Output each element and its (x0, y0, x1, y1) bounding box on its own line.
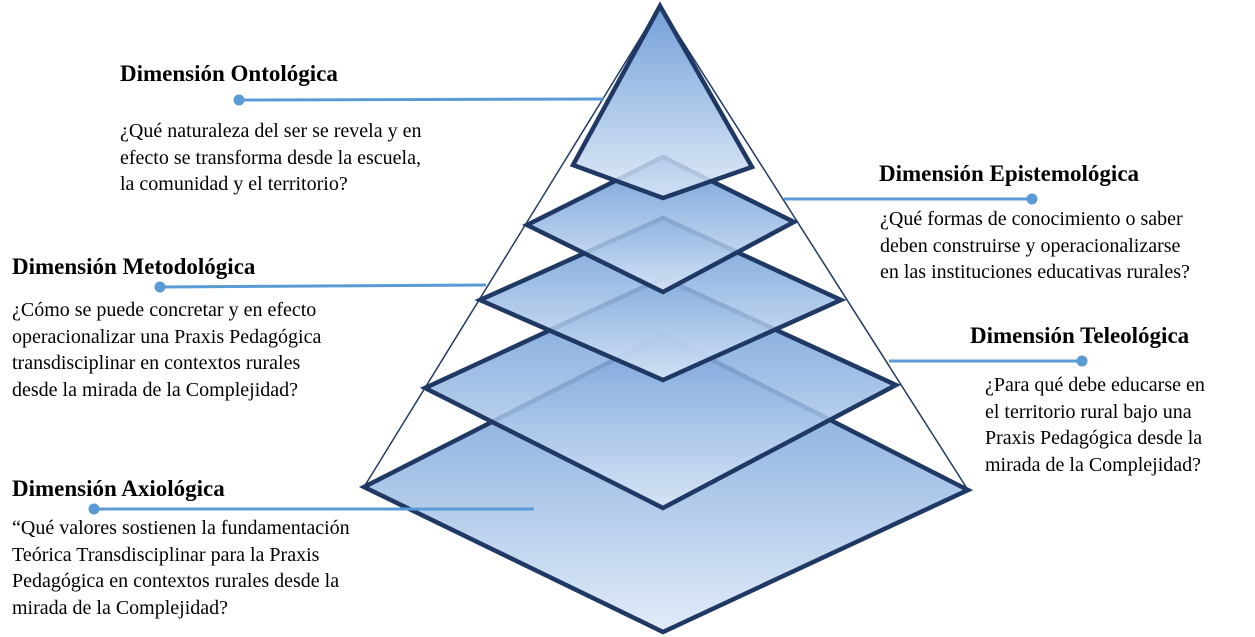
question-metodologica: ¿Cómo se puede concretar y en efecto ope… (12, 299, 322, 401)
heading-teleologica: Dimensión Teleológica (970, 323, 1190, 348)
connector-dot-axiologica (88, 503, 100, 515)
connector-dot-ontologica (233, 94, 245, 106)
pyramid-right-edge (659, 5, 969, 491)
connector-dot-teleologica (1076, 355, 1088, 367)
connector-ontologica (238, 97, 605, 102)
heading-epistemologica: Dimensión Epistemológica (879, 161, 1140, 186)
question-teleologica: ¿Para qué debe educarse en el territorio… (985, 374, 1205, 476)
question-epistemologica: ¿Qué formas de conocimiento o saber debe… (880, 208, 1190, 283)
pyramid-layer-second (521, 154, 799, 295)
heading-axiologica: Dimensión Axiológica (12, 476, 225, 501)
pyramid-apex (569, 1, 756, 201)
heading-metodologica: Dimensión Metodológica (12, 254, 256, 279)
connector-metodologica (159, 283, 487, 289)
pyramid-left-edge (363, 5, 661, 488)
pyramid-layer-fourth (419, 275, 902, 511)
question-axiologica: “Qué valores sostienen la fundamentación… (12, 517, 350, 619)
question-ontologica: ¿Qué naturaleza del ser se revela y en e… (120, 120, 422, 195)
connector-dot-epistemologica (1026, 193, 1038, 205)
heading-ontologica: Dimensión Ontológica (120, 61, 338, 86)
connector-dot-metodologica (154, 281, 166, 293)
pyramid-layer-third (474, 215, 847, 383)
